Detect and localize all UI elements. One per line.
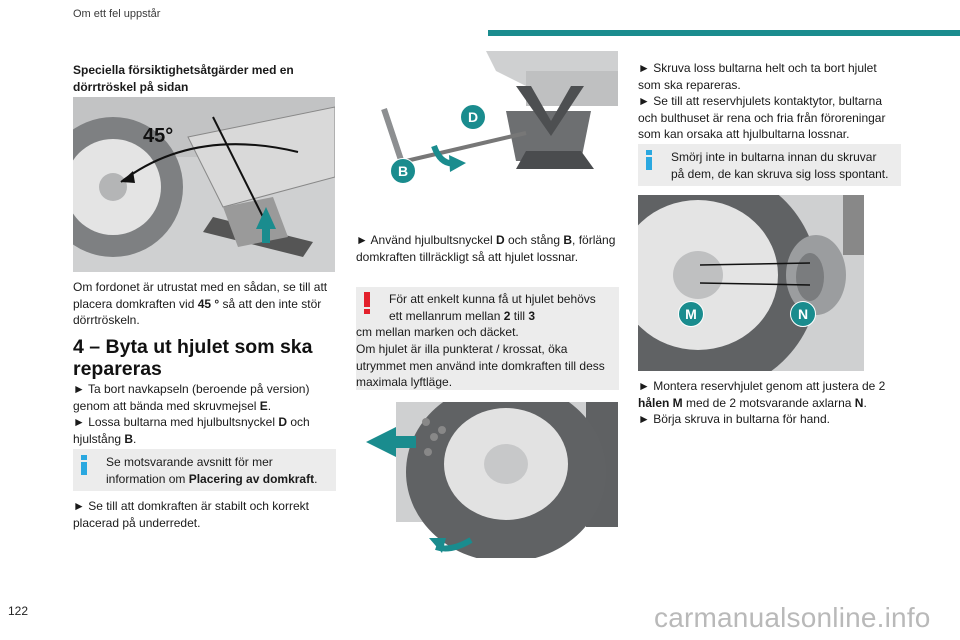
step-mount-spare: ► Montera reservhjulet genom att justera…	[638, 379, 886, 410]
step-use-wrench: ► Använd hjulbultsnyckel D och stång B, …	[356, 233, 616, 264]
page-number: 122	[8, 604, 29, 618]
step-check-jack: ► Se till att domkraften är stabilt och …	[73, 499, 309, 530]
callout-n: N	[790, 301, 816, 327]
step-loosen-bolts: ► Lossa bultarna med hjulbultsnyckel D o…	[73, 415, 310, 446]
figure-jack-wrench: D B	[356, 51, 618, 192]
info-note-no-grease: Smörj inte in bultarna innan du skruvar …	[638, 144, 901, 186]
callout-d: D	[460, 104, 486, 130]
warning-icon	[364, 292, 370, 314]
warning-text-line2: cm mellan marken och däcket.	[356, 325, 519, 339]
section-heading: 4 – Byta ut hjulet som ska repareras	[73, 336, 313, 380]
step-clean-surfaces: ► Se till att reservhjulets kontaktytor,…	[638, 94, 886, 141]
warning-text-line3: Om hjulet är illa punkterat / krossat, ö…	[356, 342, 605, 389]
info-note-jack-placement: Se motsvarande avsnitt för mer informati…	[73, 449, 336, 491]
warning-note-ground-clearance: För att enkelt kunna få ut hjulet behövs…	[356, 287, 619, 390]
callout-b: B	[390, 158, 416, 184]
header-accent-bar	[488, 30, 960, 36]
figure-mount-spare: M N	[638, 195, 864, 371]
step-screw-by-hand: ► Börja skruva in bultarna för hand.	[638, 412, 830, 426]
info-note-text: Smörj inte in bultarna innan du skruvar …	[671, 150, 889, 181]
sub-heading: Speciella försiktighetsåtgärder med en d…	[73, 63, 294, 94]
running-header: Om ett fel uppstår	[73, 8, 161, 20]
callout-m: M	[678, 301, 704, 327]
info-note-text: Se motsvarande avsnitt för mer informati…	[106, 455, 318, 486]
figure-remove-wheel	[356, 402, 618, 558]
info-icon	[646, 150, 652, 170]
info-icon	[81, 455, 87, 475]
step-remove-hubcap: ► Ta bort navkapseln (beroende på versio…	[73, 382, 310, 413]
figure-door-sill: 45°	[73, 97, 335, 272]
angle-label: 45°	[143, 125, 174, 147]
paragraph-door-sill: Om fordonet är utrustat med en sådan, se…	[73, 280, 328, 327]
watermark: carmanualsonline.info	[654, 602, 931, 633]
step-unscrew-bolts: ► Skruva loss bultarna helt och ta bort …	[638, 61, 877, 92]
warning-text-line1: För att enkelt kunna få ut hjulet behövs…	[389, 292, 596, 323]
